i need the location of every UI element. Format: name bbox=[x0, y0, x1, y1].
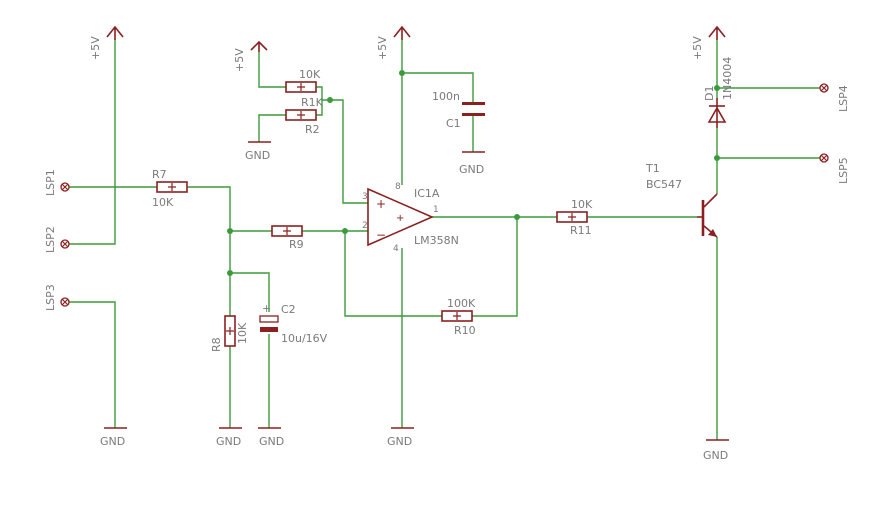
capacitor-polarity: + bbox=[262, 302, 271, 315]
diode-name: D1 bbox=[703, 86, 716, 101]
resistor-name: R7 bbox=[152, 168, 167, 181]
resistor-name: R9 bbox=[289, 238, 304, 251]
ground-label: GND bbox=[259, 435, 284, 448]
wire-gnd-r2 bbox=[258, 114, 286, 142]
wire-vcc-c1 bbox=[402, 72, 474, 102]
resistor-r11: 10K R11 bbox=[556, 198, 593, 237]
resistor-name: R8 bbox=[210, 337, 223, 352]
pin-number: 8 bbox=[395, 182, 401, 192]
wire-r2-node bbox=[316, 100, 323, 116]
connector-label: LSP2 bbox=[44, 226, 57, 253]
connector-label: LSP4 bbox=[837, 85, 850, 112]
supply-vcc-ic: +5V bbox=[376, 25, 411, 60]
ground-label: GND bbox=[216, 435, 241, 448]
ground-symbol: GND bbox=[100, 427, 127, 448]
ground-label: GND bbox=[387, 435, 412, 448]
opamp-minus-input-sign: − bbox=[376, 228, 386, 242]
junction-dot bbox=[342, 228, 348, 234]
ground-symbol: GND bbox=[459, 151, 485, 176]
resistor-r8: R8 10K bbox=[210, 315, 249, 352]
ground-label: GND bbox=[100, 435, 125, 448]
resistor-r7: R7 10K bbox=[152, 168, 188, 209]
transistor-t1: T1 BC547 bbox=[645, 162, 718, 238]
transistor-name: T1 bbox=[645, 162, 660, 175]
opamp-value: LM358N bbox=[414, 234, 459, 247]
connector-label: LSP3 bbox=[44, 284, 57, 311]
wire-lsp3-gnd bbox=[69, 301, 116, 428]
wire-r7-node bbox=[187, 186, 231, 231]
ground-label: GND bbox=[459, 163, 484, 176]
resistor-name: R2 bbox=[305, 123, 320, 136]
opamp-plus-input-sign: + bbox=[376, 197, 386, 211]
capacitor-c2: + C2 10u/16V bbox=[259, 302, 328, 345]
connector-lsp2: LSP2 bbox=[44, 226, 70, 253]
ground-symbol: GND bbox=[387, 427, 414, 448]
capacitor-value: 100n bbox=[432, 90, 460, 103]
supply-vcc-label: +5V bbox=[233, 48, 246, 72]
overlapping-labels: R1K bbox=[301, 96, 324, 109]
diode-value: 1N4004 bbox=[721, 57, 734, 100]
resistor-value: 100K bbox=[447, 297, 476, 310]
opamp-ic1a: + − + 3 2 1 8 4 IC1A LM358N bbox=[362, 182, 459, 254]
resistor-value: 10K bbox=[236, 322, 249, 344]
pin-number: 4 bbox=[393, 244, 399, 254]
connector-lsp1: LSP1 bbox=[44, 169, 70, 196]
wire-vcc-lsp2 bbox=[69, 40, 116, 245]
opamp-name: IC1A bbox=[414, 187, 440, 200]
ground-label: GND bbox=[703, 449, 728, 462]
connector-lsp3: LSP3 bbox=[44, 284, 70, 311]
resistor-name: R10 bbox=[454, 324, 476, 337]
ground-symbol: GND bbox=[258, 427, 284, 448]
ground-symbol: GND bbox=[216, 427, 242, 448]
junction-dot bbox=[514, 214, 520, 220]
capacitor-c1: 100n C1 bbox=[432, 90, 485, 130]
ground-symbol: GND bbox=[703, 439, 729, 462]
supply-vcc-right: +5V bbox=[691, 25, 726, 60]
pin-number: 1 bbox=[433, 205, 439, 215]
connector-lsp4: LSP4 bbox=[819, 83, 850, 112]
junction-dot bbox=[399, 70, 405, 76]
resistor-value: 10K bbox=[299, 68, 321, 81]
supply-vcc-label: +5V bbox=[376, 36, 389, 60]
pin-number: 2 bbox=[362, 221, 368, 231]
junction-dot bbox=[227, 228, 233, 234]
wire-feedback-right bbox=[472, 217, 518, 317]
wire-node-c2 bbox=[230, 272, 270, 312]
junction-dot bbox=[714, 155, 720, 161]
junctions bbox=[227, 70, 720, 276]
diode-d1: D1 1N4004 bbox=[703, 57, 734, 128]
capacitor-name: C2 bbox=[281, 303, 296, 316]
supply-vcc-label: +5V bbox=[89, 36, 102, 60]
opamp-center-sign: + bbox=[396, 213, 404, 224]
resistor-r1: 10K R1K bbox=[285, 68, 324, 109]
resistor-name: R11 bbox=[570, 224, 592, 237]
connector-label: LSP5 bbox=[837, 157, 850, 184]
supply-vcc-divider: +5V bbox=[233, 40, 268, 72]
ground-label: GND bbox=[245, 149, 270, 162]
capacitor-name: C1 bbox=[446, 117, 461, 130]
wire-r1-node bbox=[316, 86, 330, 101]
resistor-value: 10K bbox=[571, 198, 593, 211]
supply-vcc-label: +5V bbox=[691, 36, 704, 60]
wires bbox=[69, 40, 820, 440]
ground-symbol: GND bbox=[245, 141, 271, 162]
supply-vcc-left: +5V bbox=[89, 25, 124, 60]
pin-number: 3 bbox=[362, 192, 368, 202]
junction-dot bbox=[714, 85, 720, 91]
wire-feedback-left bbox=[344, 231, 442, 317]
wire-divider-ic-plus bbox=[330, 99, 368, 204]
capacitor-value: 10u/16V bbox=[281, 332, 328, 345]
junction-dot bbox=[227, 270, 233, 276]
resistor-r9: R9 bbox=[271, 225, 304, 251]
resistor-r2: R2 bbox=[285, 109, 320, 136]
connector-label: LSP1 bbox=[44, 169, 57, 196]
wire-vcc-r1 bbox=[258, 52, 286, 88]
resistor-value: 10K bbox=[152, 196, 174, 209]
resistor-r10: 100K R10 bbox=[441, 297, 476, 337]
junction-dot bbox=[327, 97, 333, 103]
transistor-value: BC547 bbox=[646, 178, 682, 191]
connector-lsp5: LSP5 bbox=[819, 153, 850, 184]
